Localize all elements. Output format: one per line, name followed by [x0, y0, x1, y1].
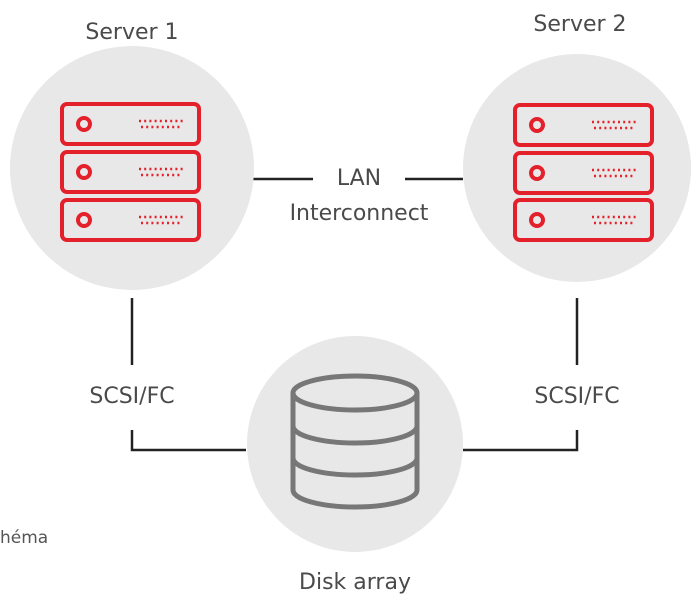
lan-label-line1: LAN [336, 166, 382, 191]
server1-node-circle [10, 46, 254, 290]
server1-label: Server 1 [85, 20, 179, 45]
server2-node-circle [463, 54, 691, 282]
right-storage-link-label: SCSI/FC [534, 384, 620, 409]
server2-label: Server 2 [533, 12, 627, 37]
right-storage-line-lower [463, 430, 579, 452]
server2-rack-icon [513, 103, 654, 242]
partial-caption-fragment: héma [0, 528, 49, 548]
left-storage-link-label: SCSI/FC [89, 384, 175, 409]
disk-array-label: Disk array [299, 570, 411, 595]
server1-rack-icon [60, 102, 201, 242]
lan-label-line2: Interconnect [289, 201, 429, 226]
left-storage-line-lower [130, 430, 246, 452]
database-icon [290, 373, 420, 510]
